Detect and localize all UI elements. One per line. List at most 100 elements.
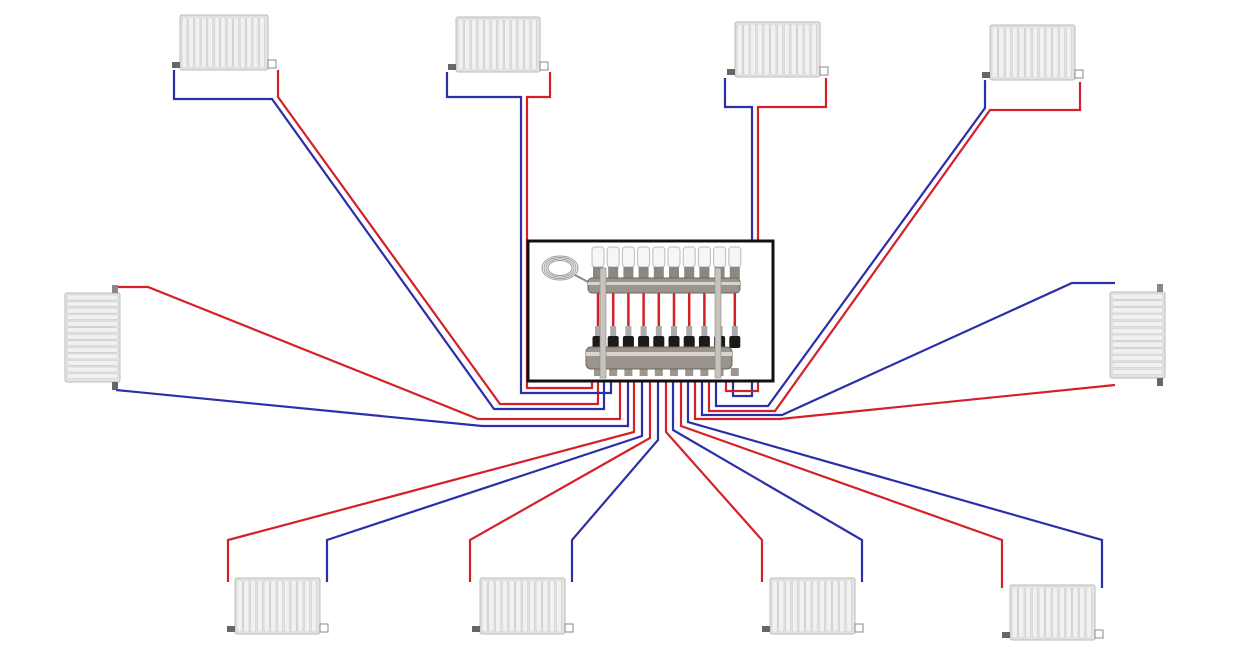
actuator-icon — [637, 246, 651, 268]
outlet-fitting — [624, 368, 633, 376]
flow-knob-icon — [683, 336, 695, 348]
outlet-fitting — [670, 368, 678, 376]
return-pipe — [714, 80, 987, 408]
valve-icon — [854, 623, 864, 633]
valve-body — [623, 267, 634, 279]
valve-icon — [1157, 284, 1163, 292]
flow-knob-icon — [638, 336, 650, 348]
supply-pipe — [468, 372, 652, 582]
flow-meter-icon — [731, 326, 738, 338]
radiator — [1002, 584, 1104, 641]
valve-icon — [319, 623, 329, 633]
valve-body — [684, 267, 695, 279]
supply-pipe — [118, 285, 622, 421]
valve-icon — [762, 626, 770, 632]
valve-body — [593, 267, 603, 279]
flow-knob-icon — [622, 336, 634, 348]
radiator — [982, 24, 1084, 81]
outlet-fitting — [730, 368, 739, 376]
flow-meter-icon — [595, 326, 601, 338]
valve-icon — [172, 62, 180, 68]
valve-icon — [1094, 629, 1104, 639]
valve-icon — [112, 382, 118, 390]
valve-icon — [472, 626, 480, 632]
supply-pipe — [707, 82, 1082, 413]
actuator-icon — [682, 246, 696, 268]
supply-pipe — [679, 372, 1004, 588]
supply-manifold-bar — [587, 277, 741, 294]
valve-icon — [267, 59, 277, 69]
actuator-icon — [591, 246, 605, 268]
valve-icon — [982, 72, 990, 78]
radiator — [472, 577, 574, 635]
valve-icon — [564, 623, 574, 633]
valve-icon — [112, 285, 118, 293]
outlet-fitting — [594, 368, 602, 376]
valve-body — [699, 267, 710, 279]
flow-knob-icon — [698, 336, 710, 348]
flow-meter-icon — [625, 326, 632, 338]
valve-body — [608, 267, 619, 279]
return-pipe — [570, 372, 660, 582]
return-pipe — [325, 372, 644, 582]
valve-body — [729, 267, 740, 279]
outlet-fitting — [654, 368, 663, 376]
valve-icon — [727, 69, 735, 75]
return-pipe — [671, 372, 864, 582]
radiator — [727, 21, 829, 78]
outlet-fitting — [700, 368, 709, 376]
flow-meter-icon — [701, 326, 708, 338]
radiator — [172, 14, 277, 71]
flow-meter-icon — [671, 326, 677, 338]
actuator-icon — [621, 246, 635, 268]
actuator-icon — [728, 246, 742, 268]
actuator-icon — [713, 246, 727, 268]
flow-meter-icon — [640, 326, 647, 338]
radiator — [64, 285, 121, 390]
valve-icon — [1074, 69, 1084, 79]
valve-icon — [539, 61, 549, 71]
valve-icon — [1157, 378, 1163, 386]
supply-pipe — [693, 372, 1116, 421]
valve-body — [638, 267, 649, 279]
flow-meter-icon — [610, 326, 617, 338]
valve-icon — [448, 64, 456, 70]
supply-pipe — [226, 372, 636, 582]
outlet-fitting — [685, 368, 694, 376]
outlet-fitting — [639, 368, 648, 376]
sensor-cable-icon — [541, 255, 593, 285]
return-manifold-bar — [585, 346, 733, 370]
radiators-layer — [64, 14, 1166, 641]
flow-knob-icon — [653, 336, 665, 348]
valve-icon — [819, 66, 829, 76]
supply-pipe — [664, 372, 764, 582]
radiator — [762, 577, 864, 635]
radiator — [1109, 284, 1166, 386]
flow-knob-icon — [729, 336, 741, 348]
return-pipe — [172, 70, 606, 411]
mounting-bracket — [714, 267, 722, 379]
flow-meter-icon — [686, 326, 693, 338]
manifold — [526, 239, 775, 383]
return-pipe — [700, 281, 1115, 417]
outlet-fitting — [609, 368, 618, 376]
flow-knob-icon — [607, 336, 619, 348]
flow-meter-icon — [655, 326, 662, 338]
radiator — [448, 16, 549, 73]
valve-body — [669, 267, 679, 279]
actuator-icon — [667, 246, 681, 268]
flow-knob-icon — [668, 336, 680, 348]
mounting-bracket — [599, 267, 607, 379]
actuator-icon — [652, 246, 666, 268]
actuator-icon — [606, 246, 620, 268]
valve-icon — [227, 626, 235, 632]
return-pipe — [686, 372, 1104, 588]
pipes-layer — [115, 70, 1116, 588]
radiator — [227, 577, 329, 635]
return-pipe — [115, 372, 630, 428]
actuator-icon — [697, 246, 711, 268]
valve-icon — [1002, 632, 1010, 638]
return-pipe — [445, 72, 613, 395]
